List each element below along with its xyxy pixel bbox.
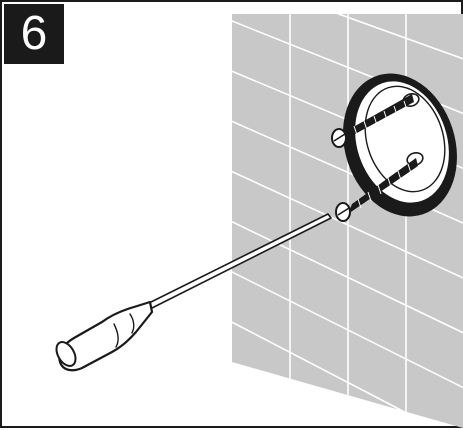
screw-icon	[331, 94, 414, 148]
step-number-badge: 6	[4, 4, 64, 64]
screw-icon	[335, 158, 418, 222]
screwdriver-icon	[55, 213, 332, 372]
step-number: 6	[20, 7, 48, 60]
